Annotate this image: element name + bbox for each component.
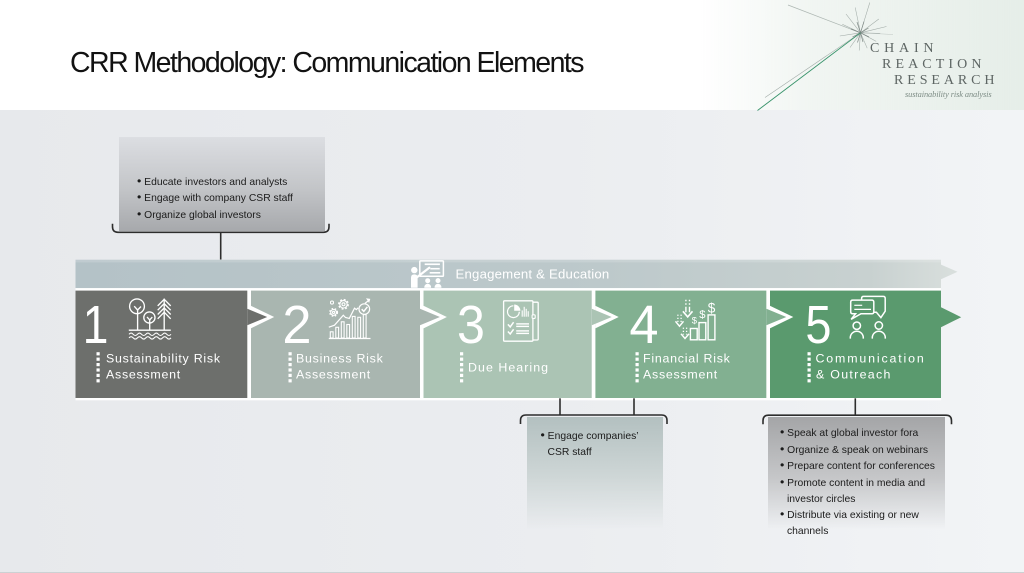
svg-text:3: 3 — [457, 295, 485, 355]
svg-text:Assessment: Assessment — [296, 368, 371, 382]
svg-text:Financial Risk: Financial Risk — [643, 352, 731, 366]
svg-text:& Outreach: & Outreach — [816, 368, 892, 382]
svg-text:5: 5 — [805, 294, 831, 355]
svg-text:$: $ — [708, 301, 716, 316]
svg-text:Due Hearing: Due Hearing — [468, 361, 549, 375]
svg-text:$: $ — [699, 309, 706, 321]
svg-text:Business Risk: Business Risk — [296, 352, 384, 366]
svg-text:Assessment: Assessment — [643, 368, 718, 382]
svg-text:$: $ — [692, 315, 698, 326]
svg-text:1: 1 — [83, 294, 109, 355]
svg-text:2: 2 — [282, 295, 311, 355]
svg-text:Assessment: Assessment — [106, 368, 181, 382]
svg-text:4: 4 — [629, 295, 658, 355]
svg-text:Communication: Communication — [816, 352, 926, 366]
svg-text:Sustainability Risk: Sustainability Risk — [106, 352, 221, 366]
svg-text:Engagement & Education: Engagement & Education — [456, 266, 610, 281]
